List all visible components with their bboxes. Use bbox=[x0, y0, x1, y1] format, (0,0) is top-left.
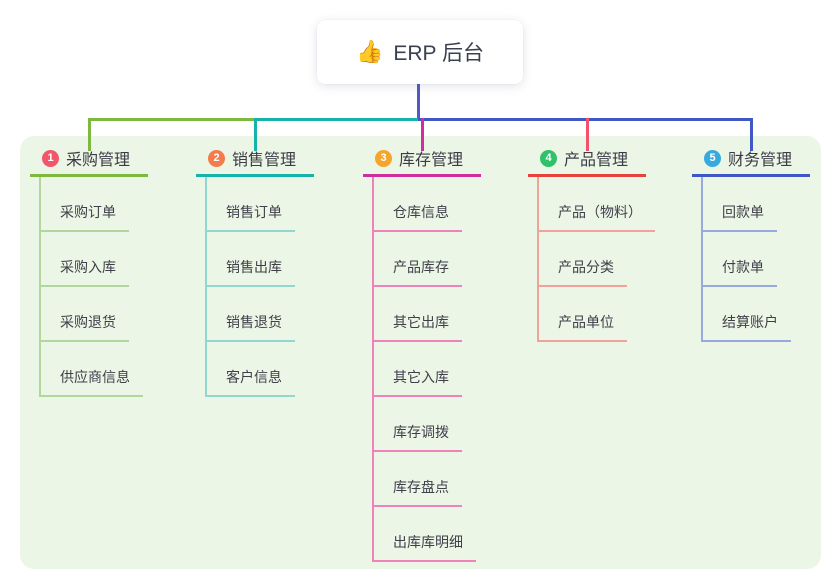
branch-1-children: 采购订单采购入库采购退货供应商信息 bbox=[39, 177, 171, 397]
child-node[interactable]: 其它出库 bbox=[374, 287, 504, 342]
branch-4-number-badge: 4 bbox=[540, 149, 557, 167]
child-node[interactable]: 回款单 bbox=[703, 177, 833, 232]
child-node[interactable]: 其它入库 bbox=[374, 342, 504, 397]
branch-4-stub-line bbox=[586, 118, 589, 151]
branch-header-3[interactable]: 3 库存管理 bbox=[363, 148, 481, 177]
child-node-label: 库存调拨 bbox=[374, 422, 462, 452]
child-node[interactable]: 采购入库 bbox=[41, 232, 171, 287]
branch-5-stub-line bbox=[750, 118, 753, 151]
child-node-label: 产品分类 bbox=[539, 257, 627, 287]
child-node[interactable]: 销售订单 bbox=[207, 177, 337, 232]
root-node-erp[interactable]: 👍 ERP 后台 bbox=[317, 20, 523, 84]
child-node-label: 供应商信息 bbox=[41, 367, 143, 397]
branch-label: 财务管理 bbox=[728, 152, 793, 169]
child-node[interactable]: 产品库存 bbox=[374, 232, 504, 287]
child-node[interactable]: 出库库明细 bbox=[374, 507, 504, 562]
branch-1-stub-line bbox=[88, 118, 91, 151]
bus-segment-teal bbox=[255, 118, 418, 121]
child-node-label: 结算账户 bbox=[703, 312, 791, 342]
child-node[interactable]: 供应商信息 bbox=[41, 342, 171, 397]
child-node-label: 其它入库 bbox=[374, 367, 462, 397]
child-node-label: 回款单 bbox=[703, 202, 777, 232]
child-node-label: 出库库明细 bbox=[374, 532, 476, 562]
child-node[interactable]: 销售出库 bbox=[207, 232, 337, 287]
child-node-label: 产品单位 bbox=[539, 312, 627, 342]
child-node[interactable]: 付款单 bbox=[703, 232, 833, 287]
child-node[interactable]: 采购订单 bbox=[41, 177, 171, 232]
branch-label: 产品管理 bbox=[564, 152, 629, 169]
child-node[interactable]: 结算账户 bbox=[703, 287, 833, 342]
child-node[interactable]: 客户信息 bbox=[207, 342, 337, 397]
branch-2-children: 销售订单销售出库销售退货客户信息 bbox=[205, 177, 337, 397]
child-node-label: 销售退货 bbox=[207, 312, 295, 342]
child-node[interactable]: 仓库信息 bbox=[374, 177, 504, 232]
child-node-label: 其它出库 bbox=[374, 312, 462, 342]
child-node[interactable]: 产品分类 bbox=[539, 232, 669, 287]
child-node[interactable]: 采购退货 bbox=[41, 287, 171, 342]
child-node-label: 产品库存 bbox=[374, 257, 462, 287]
root-connector-line bbox=[417, 84, 420, 121]
child-node[interactable]: 库存调拨 bbox=[374, 397, 504, 452]
branch-label: 采购管理 bbox=[66, 152, 131, 169]
child-node-label: 产品（物料） bbox=[539, 202, 655, 232]
branch-5-number-badge: 5 bbox=[704, 149, 721, 167]
branch-2-stub-line bbox=[254, 118, 257, 151]
child-node-label: 仓库信息 bbox=[374, 202, 462, 232]
branch-header-4[interactable]: 4 产品管理 bbox=[528, 148, 646, 177]
branch-4-children: 产品（物料） 产品分类产品单位 bbox=[537, 177, 669, 342]
child-node-label: 采购退货 bbox=[41, 312, 129, 342]
child-node[interactable]: 产品单位 bbox=[539, 287, 669, 342]
branch-2-number-badge: 2 bbox=[208, 149, 225, 167]
branch-3-number-badge: 3 bbox=[375, 149, 392, 167]
branch-label: 库存管理 bbox=[399, 152, 464, 169]
branch-1-number-badge: 1 bbox=[42, 149, 59, 167]
thumbs-up-icon: 👍 bbox=[355, 39, 384, 64]
child-node-label: 采购入库 bbox=[41, 257, 129, 287]
child-node[interactable]: 产品（物料） bbox=[539, 177, 669, 232]
bus-segment-green bbox=[89, 118, 255, 121]
child-node-label: 采购订单 bbox=[41, 202, 129, 232]
branches-panel bbox=[20, 136, 821, 569]
branch-header-2[interactable]: 2 销售管理 bbox=[196, 148, 314, 177]
child-node-label: 销售出库 bbox=[207, 257, 295, 287]
child-node-label: 销售订单 bbox=[207, 202, 295, 232]
branch-3-stub-line bbox=[421, 118, 424, 151]
child-node-label: 库存盘点 bbox=[374, 477, 462, 507]
child-node[interactable]: 销售退货 bbox=[207, 287, 337, 342]
root-node-title: ERP 后台 bbox=[393, 42, 485, 65]
branch-label: 销售管理 bbox=[232, 152, 297, 169]
branch-3-children: 仓库信息产品库存其它出库其它入库库存调拨库存盘点出库库明细 bbox=[372, 177, 504, 562]
child-node[interactable]: 库存盘点 bbox=[374, 452, 504, 507]
branch-header-5[interactable]: 5 财务管理 bbox=[692, 148, 810, 177]
bus-segment-blue bbox=[418, 118, 753, 121]
branch-5-children: 回款单付款单结算账户 bbox=[701, 177, 833, 342]
child-node-label: 付款单 bbox=[703, 257, 777, 287]
child-node-label: 客户信息 bbox=[207, 367, 295, 397]
branch-header-1[interactable]: 1 采购管理 bbox=[30, 148, 148, 177]
